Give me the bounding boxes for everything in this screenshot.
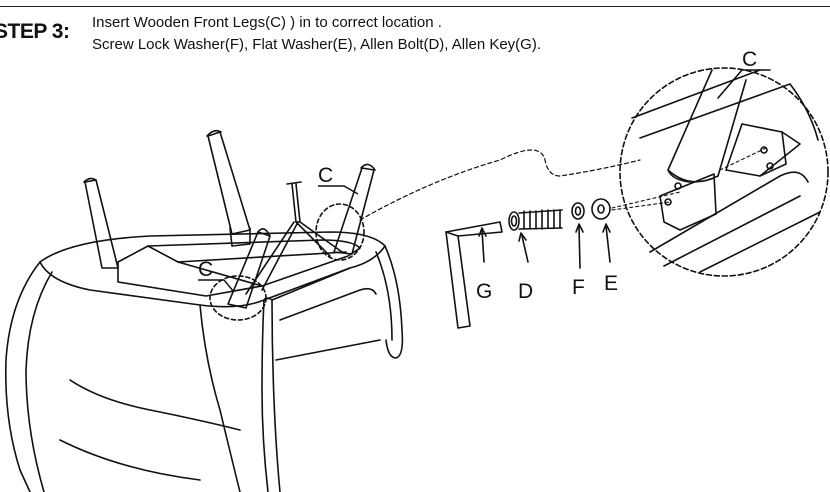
hardware-parts xyxy=(445,191,681,329)
instruction-line-2: Screw Lock Washer(F), Flat Washer(E), Al… xyxy=(92,36,541,53)
callout-c-detail: C xyxy=(742,48,757,71)
instruction-line-1: Insert Wooden Front Legs(C) ) in to corr… xyxy=(92,14,442,31)
step-label: STEP 3: xyxy=(0,20,70,43)
callout-e-flat-washer: E xyxy=(604,272,618,295)
chair-illustration xyxy=(4,129,404,492)
callout-c-right-leg: C xyxy=(318,164,333,187)
callout-c-left-leg: C xyxy=(198,258,213,281)
callout-g-allen-key: G xyxy=(476,280,492,303)
detail-view xyxy=(619,67,829,277)
callout-d-allen-bolt: D xyxy=(518,280,533,303)
top-rule xyxy=(0,6,830,7)
callout-f-lock-washer: F xyxy=(572,276,585,299)
dashed-connector xyxy=(359,149,641,221)
